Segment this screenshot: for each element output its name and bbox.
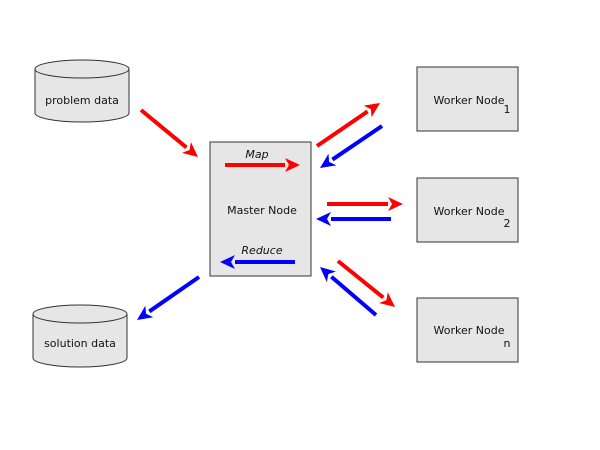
worker-node-2-label: Worker Node (434, 205, 505, 218)
arrow-worker-n-to-master (320, 267, 378, 317)
arrow-worker-n-to-master-shaft (330, 275, 378, 317)
solution-data-cylinder-body (32, 314, 128, 368)
arrow-problem-to-master-head (181, 142, 198, 157)
arrow-map-inside-master (225, 158, 300, 172)
problem-data-store: problem data (34, 59, 130, 123)
worker-node-n-label: Worker Node (434, 324, 505, 337)
master-node: Map Master Node Reduce (209, 141, 312, 277)
arrow-worker-1-to-master (320, 124, 384, 168)
arrow-master-to-worker-1-head (363, 103, 380, 118)
arrow-master-to-worker-n (336, 259, 395, 307)
master-node-label: Master Node (227, 204, 297, 217)
arrow-master-to-worker-1 (315, 103, 380, 148)
worker-node-2-index: 2 (504, 217, 511, 230)
arrow-master-to-worker-n-shaft (336, 259, 385, 300)
worker-node-2-box (416, 177, 519, 243)
problem-data-cylinder-top (34, 59, 130, 79)
worker-node-1-box (416, 66, 519, 132)
arrow-master-to-solution-head (137, 305, 154, 320)
arrow-worker-1-to-master-head (320, 153, 337, 168)
arrow-master-to-worker-2-head (388, 197, 403, 211)
arrow-worker-n-to-master-head (320, 267, 336, 283)
worker-node-1: Worker Node 1 (416, 66, 519, 132)
arrow-master-to-solution (137, 275, 201, 320)
solution-data-store: solution data (32, 304, 128, 368)
arrow-master-to-solution-shaft (148, 275, 201, 314)
worker-node-2: Worker Node 2 (416, 177, 519, 243)
arrow-master-to-worker-2 (327, 197, 403, 211)
worker-node-n-index: n (504, 337, 511, 350)
worker-node-n: Worker Node n (416, 297, 519, 363)
worker-node-n-box (416, 297, 519, 363)
arrows (137, 103, 403, 320)
arrow-worker-2-to-master (316, 212, 391, 226)
arrow-master-to-worker-n-head (378, 292, 395, 307)
solution-data-label: solution data (44, 337, 116, 350)
worker-node-1-label: Worker Node (434, 94, 505, 107)
arrow-problem-to-master-shaft (139, 108, 188, 150)
arrow-reduce-inside-master (220, 255, 295, 269)
arrow-worker-2-to-master-head (316, 212, 331, 226)
reduce-label: Reduce (241, 244, 282, 257)
arrow-map-inside-master-head (285, 158, 300, 172)
solution-data-cylinder-top (32, 304, 128, 324)
map-label: Map (245, 148, 268, 161)
problem-data-cylinder-body (34, 69, 130, 123)
worker-node-1-index: 1 (504, 103, 511, 116)
arrow-worker-1-to-master-shaft (331, 124, 384, 162)
arrow-reduce-inside-master-head (220, 255, 235, 269)
problem-data-label: problem data (45, 94, 119, 107)
arrow-problem-to-master (139, 108, 198, 157)
arrow-master-to-worker-1-shaft (315, 109, 369, 148)
